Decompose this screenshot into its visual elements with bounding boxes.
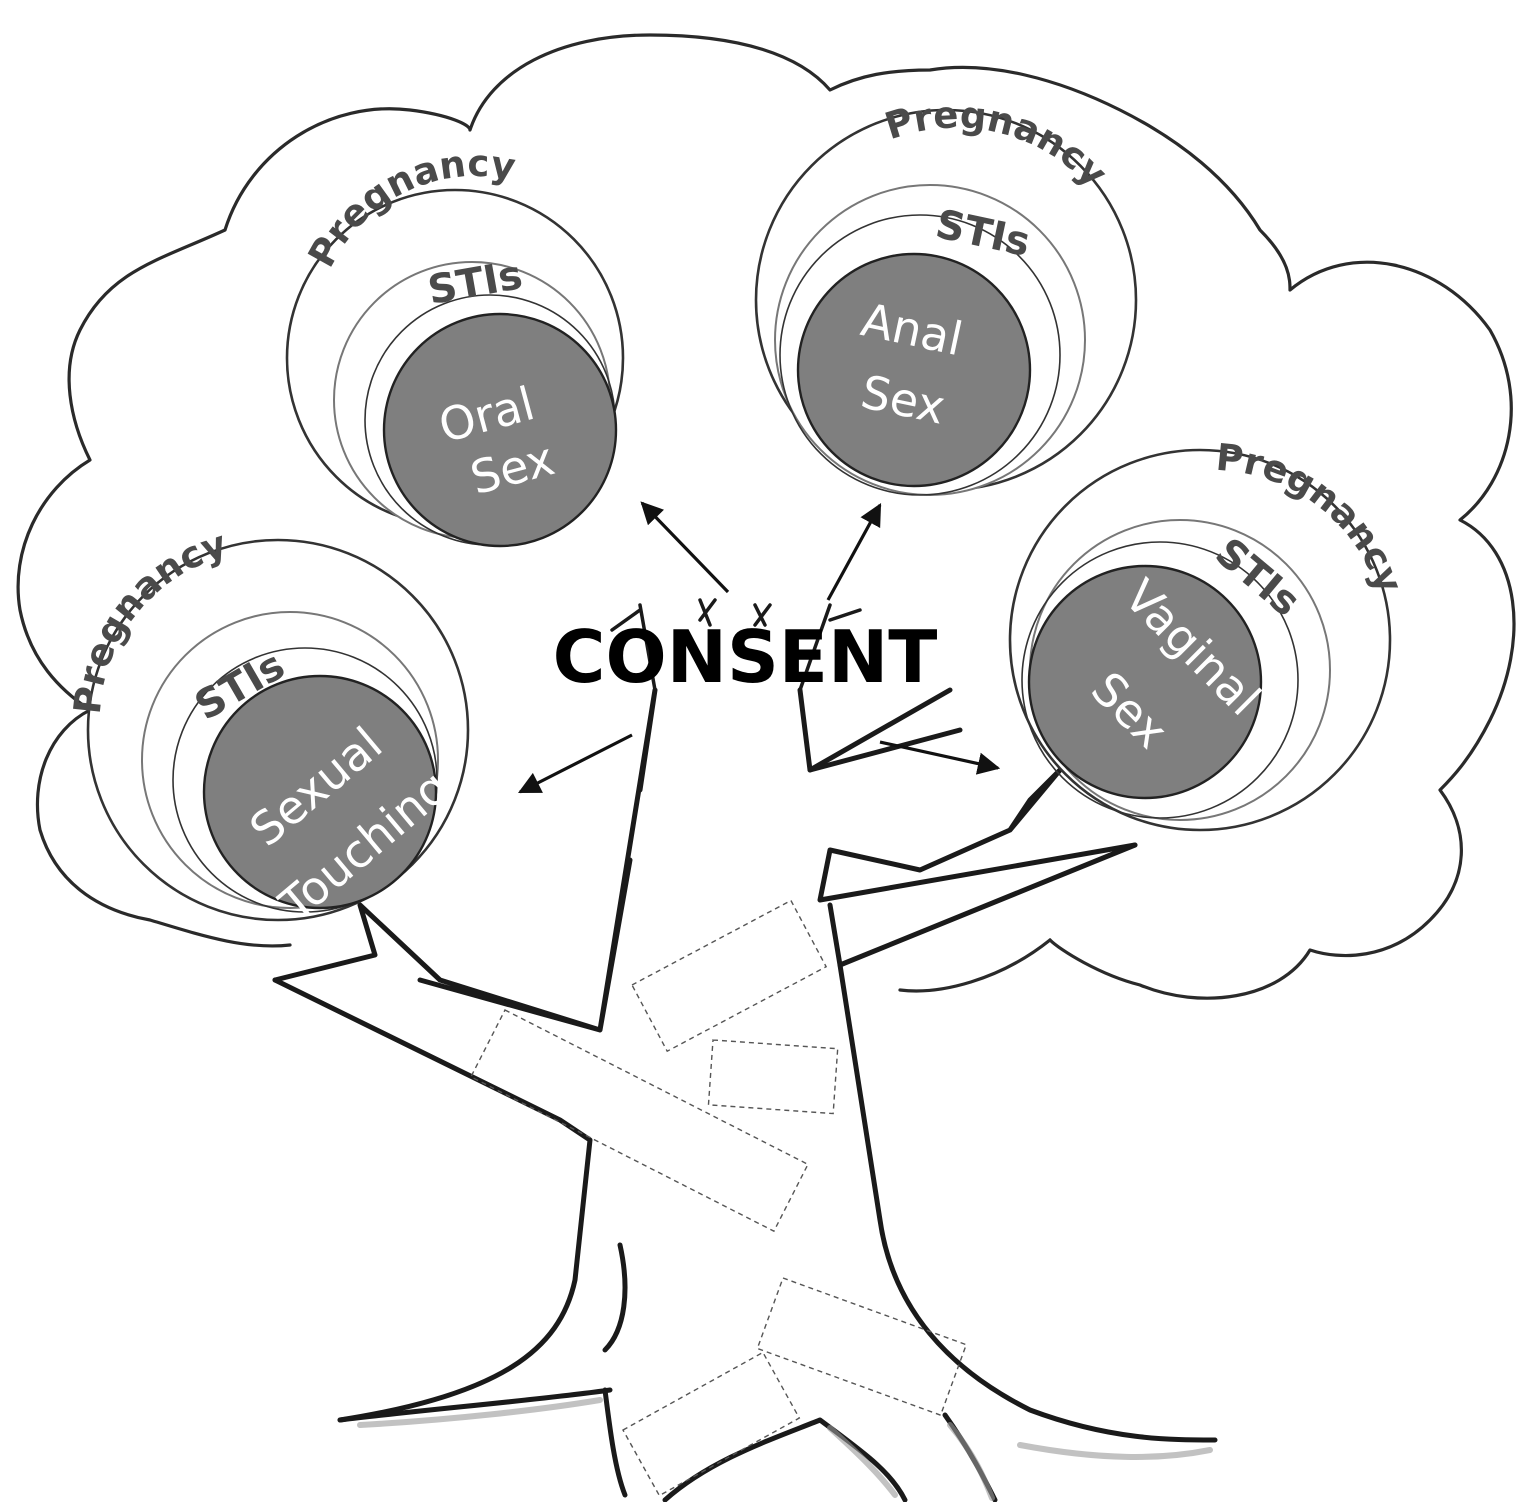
consent-arrows bbox=[518, 501, 1001, 794]
blank-box-5 bbox=[622, 1351, 801, 1497]
consent-label: CONSENT bbox=[553, 615, 938, 699]
arrow-to-anal bbox=[826, 503, 882, 601]
ring-inner bbox=[172, 647, 438, 913]
trunk-right-branch bbox=[807, 727, 1138, 968]
bubble-sexual-touching: Pregnancy STIs Sexual Touching bbox=[66, 522, 470, 932]
core-anal-sex bbox=[796, 252, 1032, 488]
arrow-to-oral bbox=[640, 501, 730, 594]
blank-box-1 bbox=[631, 899, 828, 1053]
trunk-roots bbox=[337, 1242, 998, 1502]
root-shadows bbox=[357, 1397, 1213, 1501]
core-sexual-touching bbox=[202, 674, 438, 910]
blank-box-4 bbox=[756, 1277, 968, 1417]
arrow-to-vaginal bbox=[879, 740, 1001, 775]
blank-box-3 bbox=[470, 1009, 809, 1233]
ring-inner bbox=[1021, 541, 1299, 819]
canopy-outline bbox=[16, 33, 1516, 1000]
bubble-oral-sex: Pregnancy STIs Oral Sex bbox=[285, 142, 625, 548]
bubble-vaginal-sex: Pregnancy STIs Vaginal Sex bbox=[1008, 436, 1411, 832]
blank-box-2 bbox=[707, 1039, 839, 1115]
core-oral-sex bbox=[382, 312, 618, 548]
bubble-anal-sex: Pregnancy STIs Anal Sex bbox=[754, 93, 1138, 496]
ring-inner bbox=[779, 214, 1061, 496]
top-twigs bbox=[610, 598, 862, 692]
branch-left-main bbox=[272, 977, 593, 1423]
canopy-lower-right bbox=[898, 938, 1052, 993]
trunk-left-edge bbox=[272, 687, 658, 1033]
arrow-to-touching bbox=[518, 733, 633, 794]
core-vaginal-sex bbox=[1027, 564, 1263, 800]
